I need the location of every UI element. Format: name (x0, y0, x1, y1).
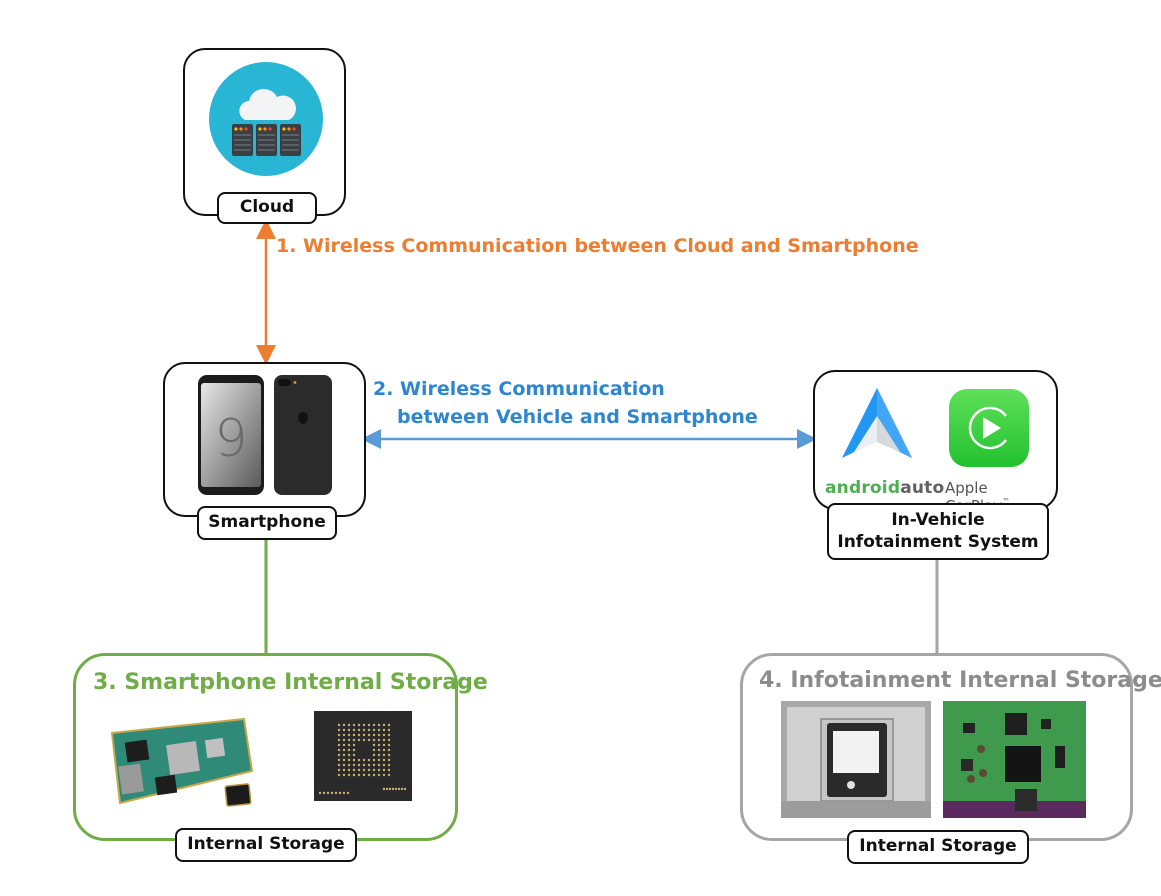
infotainment-label-line2: Infotainment System (837, 531, 1039, 552)
smartphone-storage-box: 3. Smartphone Internal Storage (73, 653, 488, 841)
smartphone-storage-label: Internal Storage (175, 828, 357, 862)
iphone-icon (274, 375, 332, 495)
hard-disk-drive-image (781, 701, 931, 818)
cloud-smartphone-label: 1. Wireless Communication between Cloud … (276, 235, 919, 257)
vehicle-smartphone-label-line1: 2. Wireless Communication (373, 378, 665, 400)
infotainment-storage-title: 4. Infotainment Internal Storage (759, 668, 1161, 693)
android-auto-wordmark: androidauto (825, 478, 944, 498)
phone-mainboard-image (110, 717, 254, 805)
smartphone-storage-title: 3. Smartphone Internal Storage (93, 670, 488, 695)
vehicle-smartphone-label-line2: between Vehicle and Smartphone (397, 406, 758, 428)
carplay-tm: ™ (1002, 497, 1011, 506)
infotainment-storage-label: Internal Storage (847, 830, 1029, 864)
infotainment-label-line1: In-Vehicle (891, 510, 985, 531)
bga-chip-image (314, 711, 412, 801)
cloud-server-icon (209, 62, 323, 176)
auto-wordmark: auto (900, 478, 945, 498)
infotainment-label: In-Vehicle Infotainment System (827, 503, 1049, 560)
infotainment-node: androidauto Apple CarPlay™ (813, 370, 1058, 515)
apple-carplay-logo-icon (949, 389, 1029, 467)
svg-text:9: 9 (214, 409, 247, 469)
cloud-node (183, 48, 346, 216)
galaxy-s9-phone-icon: 9 (198, 375, 264, 495)
infotainment-storage-box: 4. Infotainment Internal Storage (740, 653, 1161, 841)
android-auto-logo-icon (842, 388, 912, 458)
android-wordmark: android (825, 478, 901, 498)
smartphone-node: 9 (163, 362, 366, 517)
cloud-label: Cloud (217, 192, 317, 224)
infotainment-board-image (943, 701, 1086, 818)
smartphone-label: Smartphone (197, 506, 337, 540)
emmc-chip-image (224, 783, 252, 807)
